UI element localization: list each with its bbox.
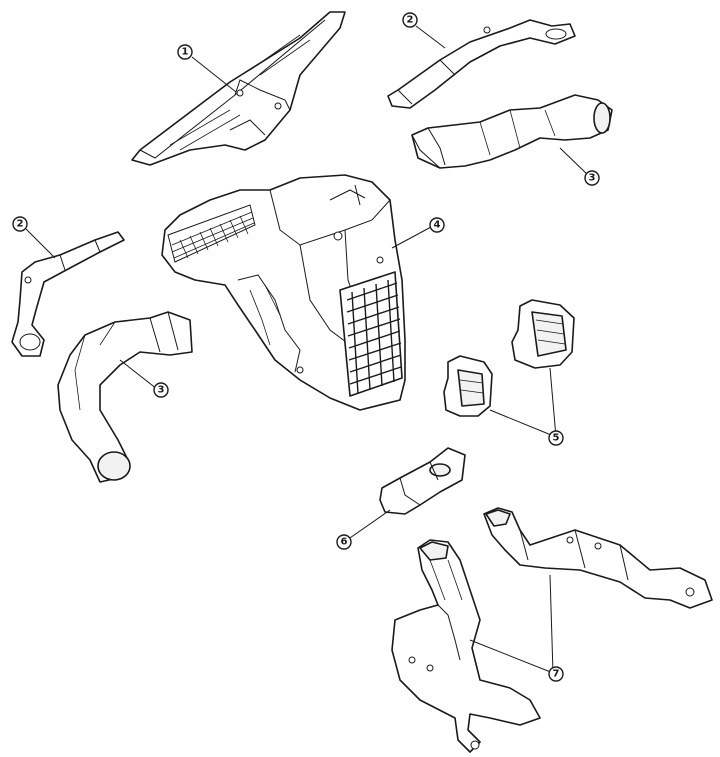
part-side-defroster-duct-left (11, 231, 125, 357)
callout-2-left: 2 (12, 216, 28, 232)
part-side-vent-grille-upper (511, 299, 575, 369)
part-floor-duct-right (483, 507, 713, 609)
svg-text:5: 5 (553, 433, 560, 444)
svg-text:3: 3 (158, 385, 165, 396)
callout-6: 6 (336, 534, 352, 550)
svg-text:1: 1 (182, 47, 189, 58)
svg-text:3: 3 (589, 173, 596, 184)
svg-text:4: 4 (434, 220, 441, 231)
callout-5: 5 (548, 430, 564, 446)
callout-2-upper-right: 2 (402, 12, 418, 28)
part-floor-duct-left (391, 539, 541, 753)
part-side-vent-grille-lower (443, 355, 493, 417)
leader-lines (25, 25, 591, 674)
part-defroster-duct (131, 11, 346, 166)
part-vent-duct-right (411, 94, 613, 169)
callout-1: 1 (177, 44, 193, 60)
callout-4: 4 (429, 217, 445, 233)
part-center-duct (379, 447, 466, 515)
part-side-defroster-duct-right (387, 19, 576, 109)
callout-3-upper-right: 3 (584, 170, 600, 186)
svg-text:2: 2 (407, 15, 414, 26)
callout-3-left: 3 (153, 382, 169, 398)
part-heater-blower-unit (161, 174, 406, 411)
svg-text:6: 6 (341, 537, 348, 548)
callout-7: 7 (548, 666, 564, 682)
svg-text:7: 7 (553, 669, 560, 680)
svg-text:2: 2 (17, 219, 24, 230)
part-vent-duct-left (57, 311, 193, 483)
